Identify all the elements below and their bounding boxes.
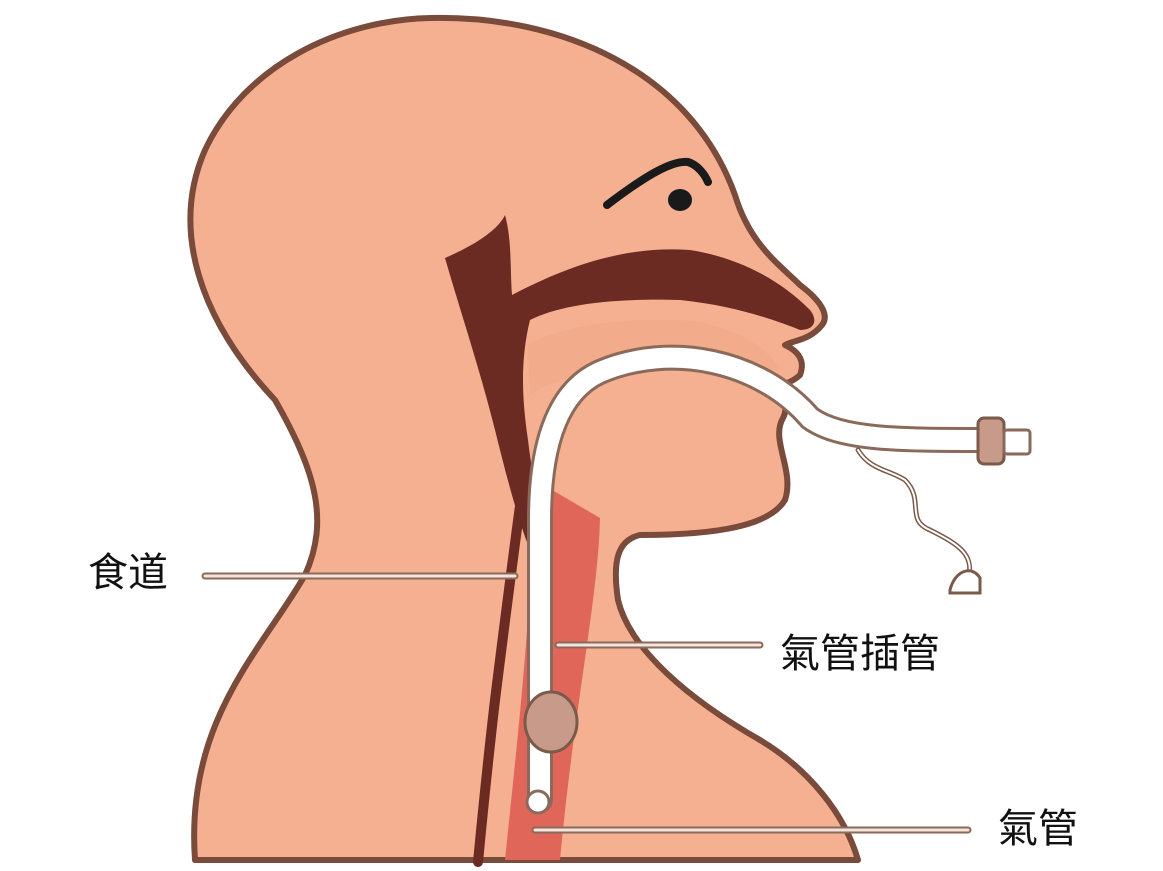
tube-connector xyxy=(978,418,1004,464)
tube-connector-end xyxy=(1004,430,1030,454)
pilot-balloon xyxy=(950,571,980,593)
label-esophagus: 食道 xyxy=(88,550,168,596)
label-trachea: 氣管 xyxy=(998,806,1078,852)
tube-tip xyxy=(527,791,549,813)
pilot-balloon-line xyxy=(858,450,970,580)
pilot-balloon-line-inner xyxy=(858,450,970,580)
eye xyxy=(668,189,692,211)
label-endotracheal-tube: 氣管插管 xyxy=(780,631,940,677)
tube-cuff xyxy=(525,692,577,752)
